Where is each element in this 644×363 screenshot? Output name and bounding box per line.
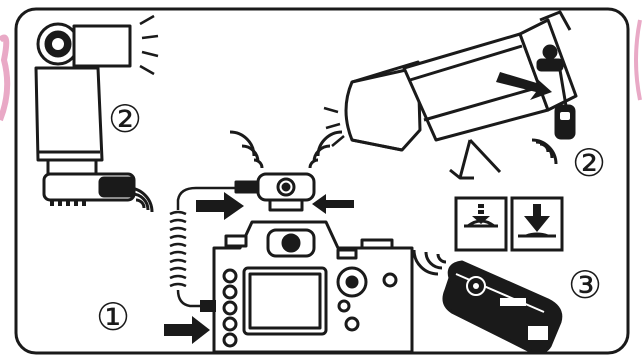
full-press-button-icon xyxy=(512,198,562,250)
step-label-remote: ③ xyxy=(568,263,602,307)
step-label-strobe: ② xyxy=(572,141,606,185)
step-label-camera: ① xyxy=(96,295,130,339)
step-label-flash: ② xyxy=(108,97,142,141)
pink-edge-accent-right xyxy=(636,20,640,100)
pink-edge-accent xyxy=(0,38,7,121)
cable-plug-icon xyxy=(200,300,216,312)
half-press-button-icon xyxy=(456,198,506,250)
